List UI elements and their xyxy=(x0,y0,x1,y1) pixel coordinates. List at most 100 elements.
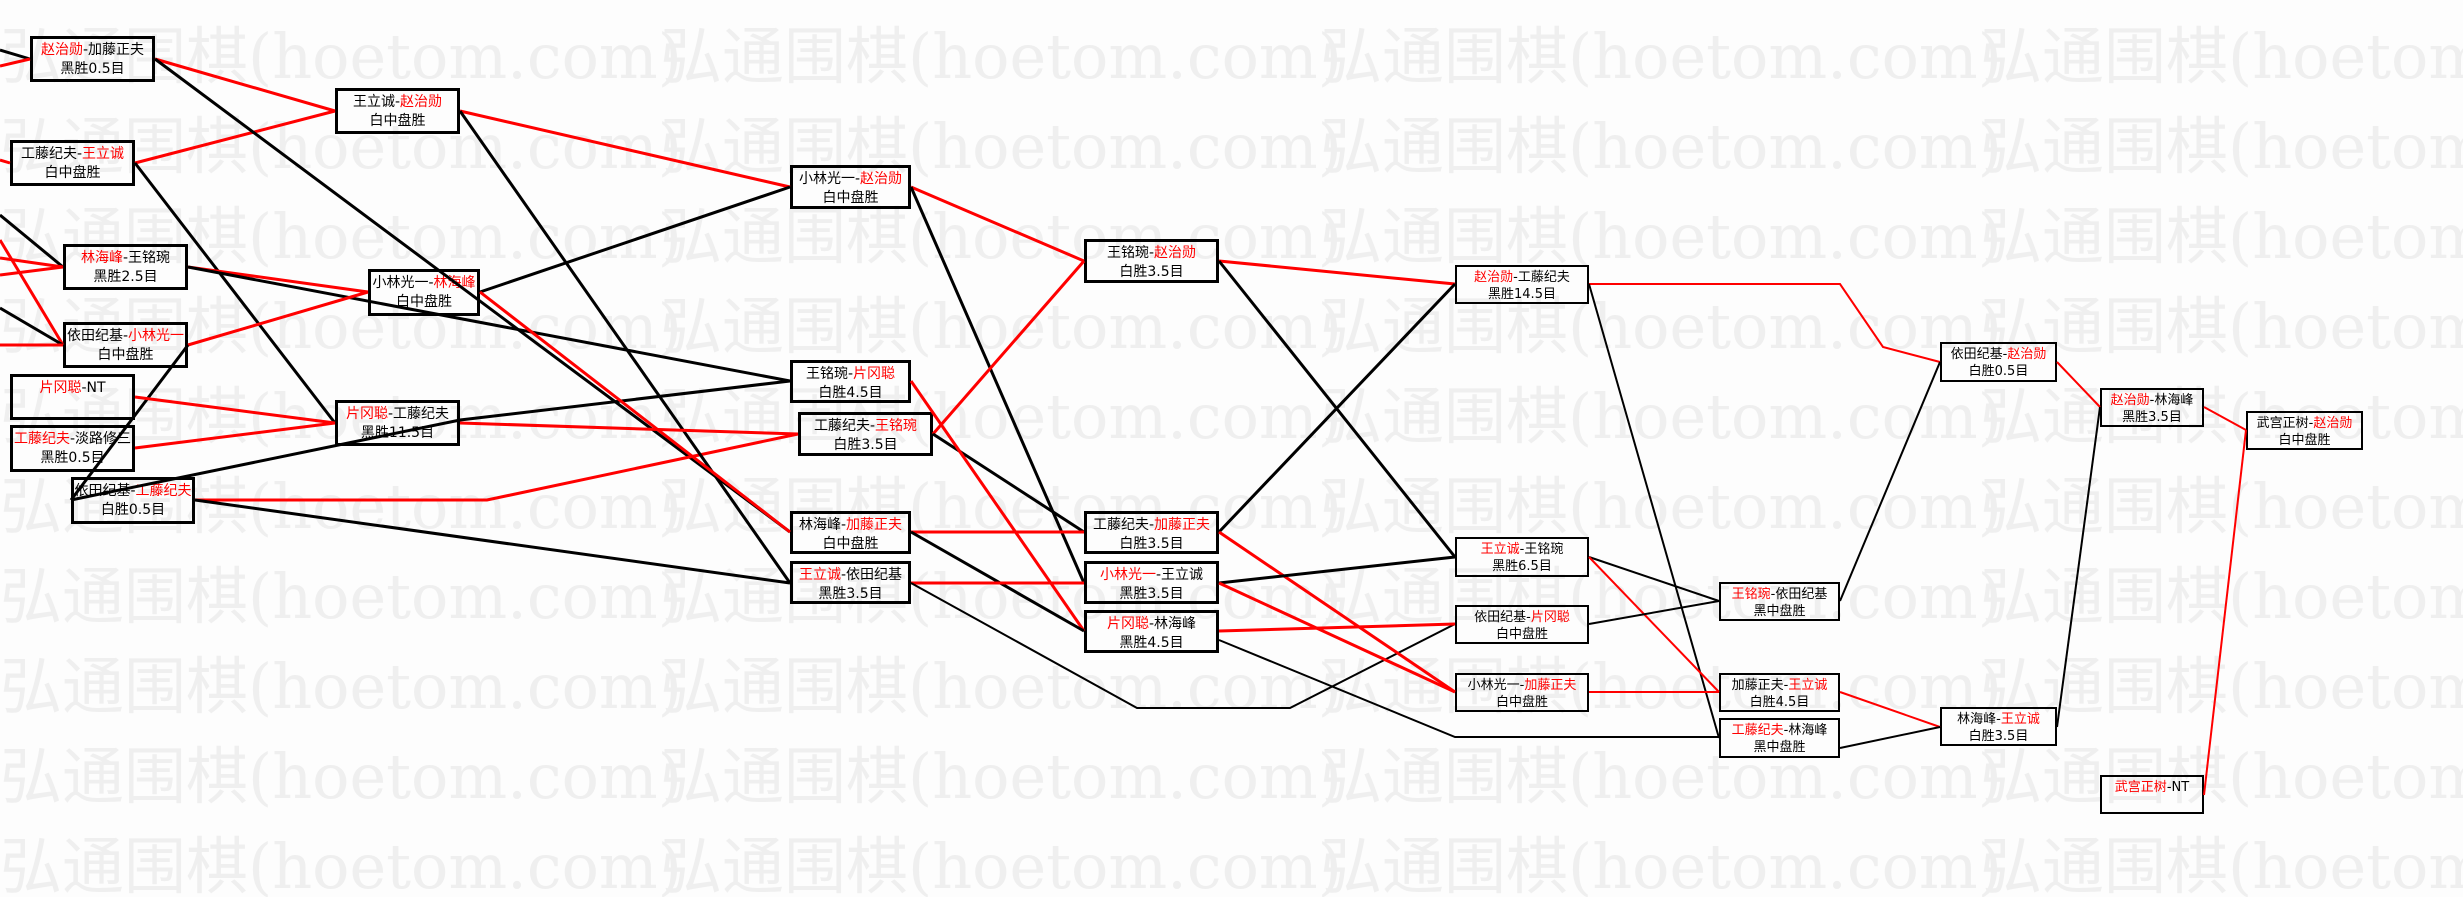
separator: - xyxy=(1770,587,1776,602)
match-box: 工藤纪夫-淡路修三黑胜0.5目 xyxy=(10,425,135,472)
bracket-line xyxy=(0,158,11,165)
player-2: 林海峰 xyxy=(1154,616,1197,632)
match-players: 依田纪基-赵治勋 xyxy=(1942,346,2055,363)
watermark-text: 弘通围棋(hoetom.com) xyxy=(660,200,1342,273)
bracket-line xyxy=(931,260,1086,435)
player-1: 工藤纪夫 xyxy=(1731,723,1784,738)
match-result: 白中盘胜 xyxy=(396,294,452,310)
watermark-text: 弘通围棋(hoetom.com) xyxy=(1320,20,2002,93)
separator: - xyxy=(76,146,83,162)
bracket-line xyxy=(0,256,64,269)
match-players: 林海峰-王铭琬 xyxy=(66,249,185,268)
match-result: 白胜3.5目 xyxy=(1968,729,2029,744)
match-result: 白中盘胜 xyxy=(1495,695,1548,710)
player-2: 王立诚 xyxy=(1161,567,1204,583)
match-box: 赵治勋-加藤正夫黑胜0.5目 xyxy=(30,36,155,82)
bracket-line xyxy=(909,380,1086,632)
separator: - xyxy=(2308,416,2314,431)
player-1: 依田纪基 xyxy=(66,328,123,344)
match-players: 赵治勋-加藤正夫 xyxy=(33,41,152,60)
match-box: 林海峰-加藤正夫白中盘胜 xyxy=(790,511,911,554)
separator: - xyxy=(854,171,861,187)
match-players: 片冈聪-林海峰 xyxy=(1087,615,1216,634)
watermark-text: 弘通围棋(hoetom.com) xyxy=(1320,560,2002,633)
match-result: 白胜3.5目 xyxy=(1119,536,1184,552)
player-2: 加藤正夫 xyxy=(88,42,145,58)
player-1: 依田纪基 xyxy=(74,483,131,499)
player-1: 依田纪基 xyxy=(1474,610,1527,625)
match-result: 白中盘胜 xyxy=(369,113,426,129)
bracket-line xyxy=(2203,429,2247,796)
match-players: 王铭琬-赵治勋 xyxy=(1087,244,1216,263)
watermark-text: 弘通围棋(hoetom.com) xyxy=(660,830,1342,897)
player-2: 林海峰 xyxy=(1788,723,1828,738)
separator: - xyxy=(840,517,847,533)
player-1: 武宫正树 xyxy=(2114,780,2167,795)
match-box: 王铭琬-依田纪基黑中盘胜 xyxy=(1719,582,1840,621)
bracket-line xyxy=(134,109,336,165)
bracket-line xyxy=(932,432,1085,534)
player-1: 林海峰 xyxy=(80,250,123,266)
bracket-line xyxy=(0,48,31,61)
watermark-text: 弘通围棋(hoetom.com) xyxy=(660,650,1342,723)
watermark-row: 弘通围棋(hoetom.com)弘通围棋(hoetom.com)弘通围棋(hoe… xyxy=(0,202,2463,272)
match-box: 赵治勋-工藤纪夫黑胜14.5目 xyxy=(1455,265,1589,304)
player-2: NT xyxy=(2171,780,2190,795)
player-1: 赵治勋 xyxy=(1474,270,1514,285)
watermark-text: 弘通围棋(hoetom.com) xyxy=(1320,380,2002,453)
watermark-text: 弘通围棋(hoetom.com) xyxy=(1320,740,2002,813)
player-2: 依田纪基 xyxy=(846,567,903,583)
watermark-text: 弘通围棋(hoetom.com) xyxy=(1980,110,2463,183)
bracket-line xyxy=(1217,260,1457,558)
player-2: 林海峰 xyxy=(2154,393,2194,408)
player-2: 王铭琬 xyxy=(128,250,171,266)
match-result: 黑中盘胜 xyxy=(1753,740,1806,755)
match-box: 王铭琬-赵治勋白胜3.5目 xyxy=(1084,239,1219,283)
player-1: 王铭琬 xyxy=(805,366,848,382)
player-1: 工藤纪夫 xyxy=(1092,517,1149,533)
match-box: 林海峰-王铭琬黑胜2.5目 xyxy=(63,244,188,290)
match-players: 王铭琬-片冈聪 xyxy=(793,365,908,384)
watermark-text: 弘通围棋(hoetom.com) xyxy=(1980,740,2463,813)
bracket-line xyxy=(1839,691,1941,728)
bracket-line xyxy=(2056,406,2101,728)
separator: - xyxy=(847,366,854,382)
player-2: 王立诚 xyxy=(82,146,125,162)
bracket-line xyxy=(910,530,1085,633)
match-result: 黑中盘胜 xyxy=(1753,604,1806,619)
watermark-row: 弘通围棋(hoetom.com)弘通围棋(hoetom.com)弘通围棋(hoe… xyxy=(0,652,2463,722)
match-players: 工藤纪夫-加藤正夫 xyxy=(1087,516,1216,535)
match-result: 白胜0.5目 xyxy=(1968,364,2029,379)
match-box: 工藤纪夫-王铭琬白胜3.5目 xyxy=(798,412,933,456)
match-box: 加藤正夫-王立诚白胜4.5目 xyxy=(1719,673,1840,712)
player-2: 加藤正夫 xyxy=(846,517,903,533)
separator: - xyxy=(1526,610,1531,625)
match-result: 黑胜4.5目 xyxy=(1119,635,1184,651)
player-1: 林海峰 xyxy=(798,517,841,533)
separator: - xyxy=(2166,780,2172,795)
watermark-row: 弘通围棋(hoetom.com)弘通围棋(hoetom.com)弘通围棋(hoe… xyxy=(0,22,2463,92)
player-2: 王铭琬 xyxy=(1524,542,1564,557)
match-box: 武宫正树-NT xyxy=(2100,775,2204,814)
player-1: 王立诚 xyxy=(1480,542,1520,557)
player-1: 林海峰 xyxy=(1957,712,1997,727)
bracket-line xyxy=(133,162,337,424)
watermark-text: 弘通围棋(hoetom.com) xyxy=(1320,110,2002,183)
player-2: 林海峰 xyxy=(433,275,476,291)
player-2: 赵治勋 xyxy=(1154,245,1197,261)
player-2: 小林光一 xyxy=(128,328,185,344)
match-box: 依田纪基-片冈聪白中盘胜 xyxy=(1455,605,1589,644)
player-2: 工藤纪夫 xyxy=(135,483,192,499)
bracket-line xyxy=(187,265,369,294)
bracket-line xyxy=(479,185,791,294)
player-1: 王立诚 xyxy=(352,94,395,110)
bracket-line xyxy=(134,421,336,450)
match-result: 白中盘胜 xyxy=(822,190,879,206)
bracket-line xyxy=(1588,600,1720,625)
match-players: 工藤纪夫-淡路修三 xyxy=(13,430,132,449)
match-result: 黑胜3.5目 xyxy=(2122,410,2182,425)
match-result: 黑胜3.5目 xyxy=(818,586,883,602)
player-1: 小林光一 xyxy=(1099,567,1156,583)
match-box: 片冈聪-林海峰黑胜4.5目 xyxy=(1084,610,1219,653)
